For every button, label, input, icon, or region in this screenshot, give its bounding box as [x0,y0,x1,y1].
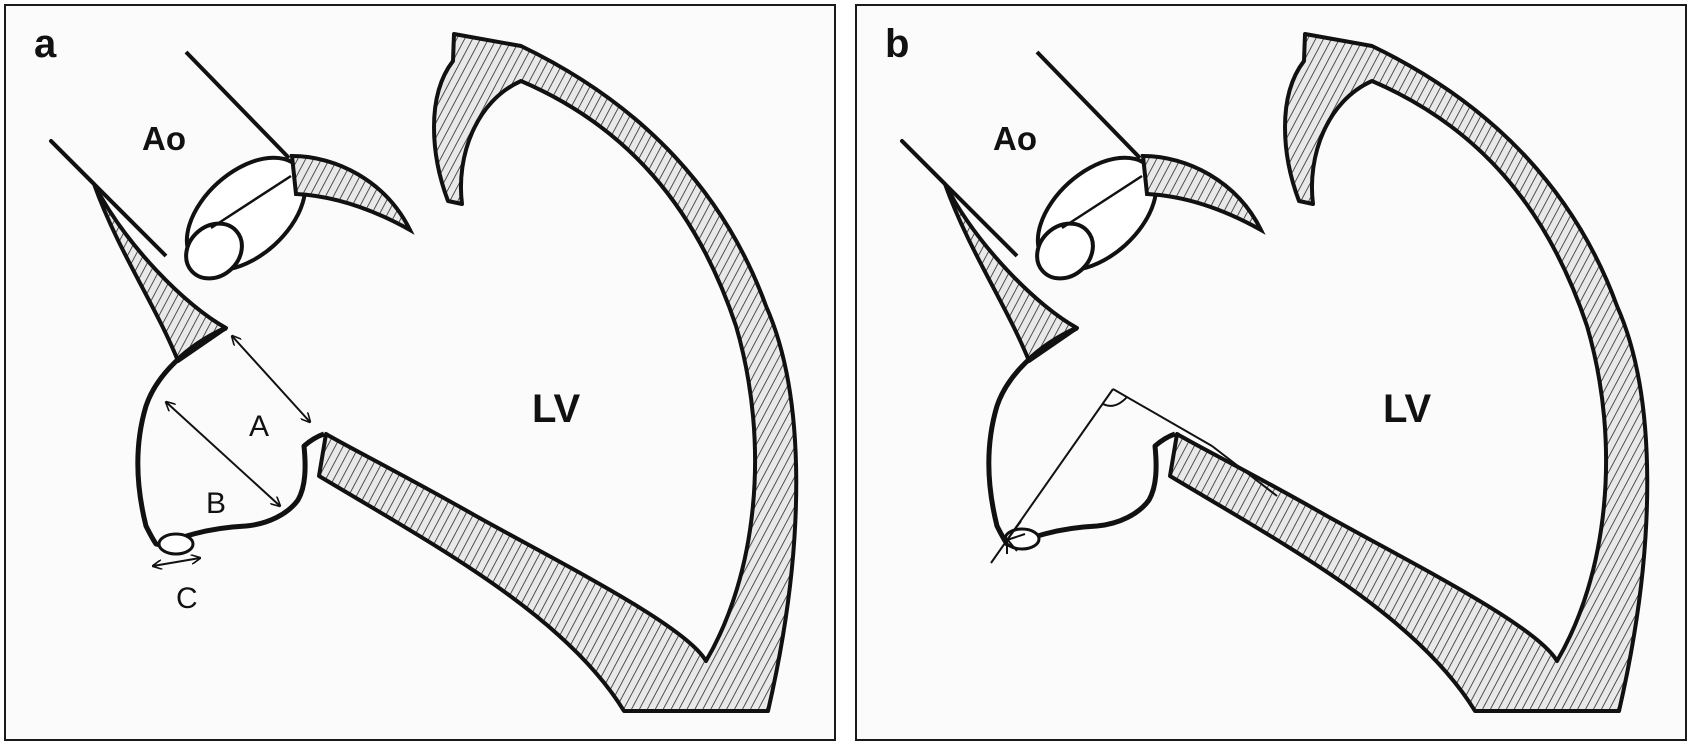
atrial-outline [138,328,324,546]
aorta-lower-wall [51,141,166,256]
heart-diagram-a [6,6,838,743]
left-ventricle-label: LV [1383,389,1431,429]
left-ventricle-label: LV [532,389,580,429]
panel-a: a Ao LV A B C [4,4,836,741]
dimension-label-b: B [206,489,226,519]
aorta-upper-wall [186,52,289,158]
panel-letter: b [885,22,909,67]
heart-diagram-b [857,6,1689,743]
aorta-upper-wall [1037,52,1140,158]
orifice-ellipse [159,534,193,554]
aortic-valve [1017,136,1261,292]
atrial-outline [989,328,1175,546]
dimension-arrow-a [232,336,310,422]
dimension-arrow-c [153,558,200,566]
aorta-label: Ao [142,122,186,155]
aortic-valve [166,136,410,292]
panel-b: b Ao LV [855,4,1687,741]
panel-letter: a [34,22,56,67]
lv-wall [319,34,796,711]
lv-wall [1170,34,1647,711]
dimension-label-a: A [249,412,269,442]
aorta-lower-wall [902,141,1017,256]
aorta-label: Ao [993,122,1037,155]
dimension-label-c: C [176,584,198,614]
